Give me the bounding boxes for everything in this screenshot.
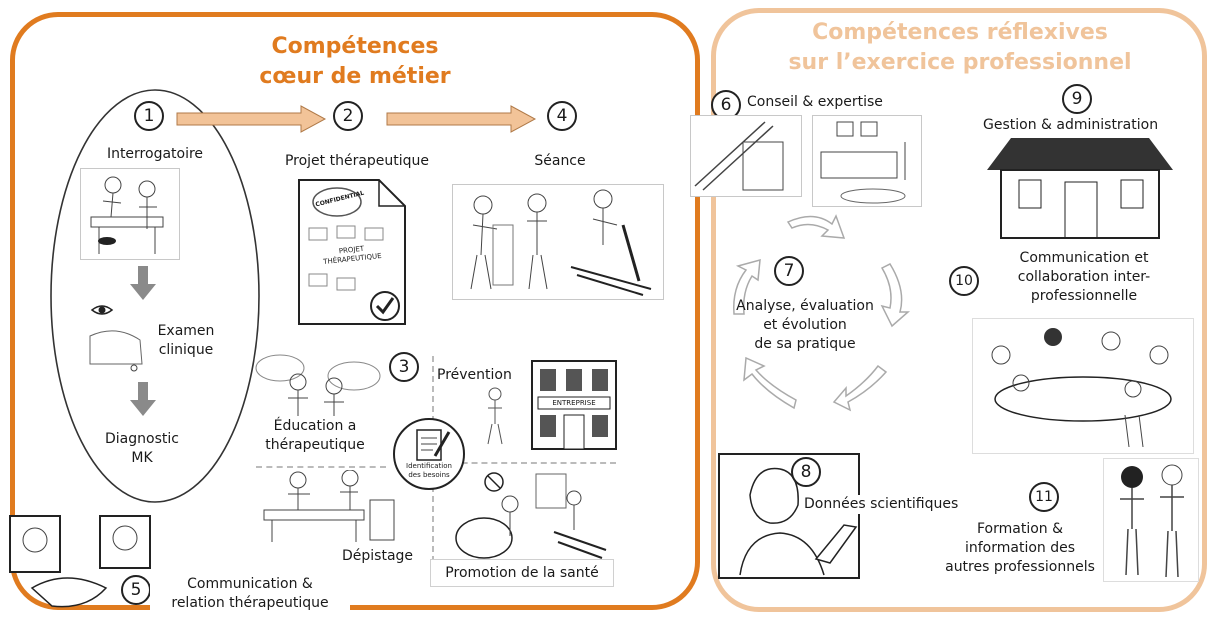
seance-label: Séance bbox=[534, 153, 586, 169]
diagnostic-label: Diagnostic MK bbox=[105, 431, 179, 466]
step-number-8: 8 bbox=[791, 457, 821, 487]
promotion-label: Promotion de la santé bbox=[445, 565, 599, 581]
communication-illustration bbox=[6, 510, 158, 614]
down-arrow-1 bbox=[130, 266, 156, 300]
projet-label: Projet thérapeutique bbox=[284, 153, 430, 169]
promotion-illustration bbox=[444, 470, 614, 562]
step1-ellipse bbox=[50, 89, 260, 503]
arrow-2-to-4 bbox=[386, 105, 537, 133]
step-number-5: 5 bbox=[121, 575, 151, 605]
donnees-illustration bbox=[718, 453, 860, 579]
seance-illustration bbox=[452, 184, 664, 300]
depistage-illustration bbox=[258, 470, 398, 544]
formation-illustration bbox=[1103, 458, 1199, 582]
step-number-7: 7 bbox=[774, 256, 804, 286]
projet-document-illustration: CONFIDENTIAL PROJET THÉRAPEUTIQUE bbox=[297, 178, 407, 326]
gestion-house-illustration bbox=[985, 136, 1175, 240]
formation-label: Formation & information des autres profe… bbox=[945, 521, 1095, 575]
conseil-room-illustration bbox=[812, 115, 922, 207]
analysis-cycle-arrows bbox=[733, 214, 910, 412]
arrow-1-to-2 bbox=[176, 105, 327, 133]
step-number-11: 11 bbox=[1029, 482, 1059, 512]
examen-illustration bbox=[86, 302, 146, 374]
section3-divider-right bbox=[432, 462, 616, 464]
depistage-label: Dépistage bbox=[342, 548, 414, 564]
prevention-label: Prévention bbox=[437, 367, 512, 383]
reflexive-title: Compétences réflexives sur l’exercice pr… bbox=[788, 20, 1132, 75]
step-number-4: 4 bbox=[547, 101, 577, 131]
step-number-1: 1 bbox=[134, 101, 164, 131]
collaboration-label: Communication et collaboration inter- pr… bbox=[1017, 250, 1151, 304]
examen-label: Examen clinique bbox=[157, 323, 215, 358]
gestion-label: Gestion & administration bbox=[983, 117, 1159, 133]
analyse-label: Analyse, évaluation et évolution de sa p… bbox=[736, 298, 874, 352]
step-number-3: 3 bbox=[389, 352, 419, 382]
entreprise-sign: ENTREPRISE bbox=[552, 399, 596, 407]
down-arrow-2 bbox=[130, 382, 156, 416]
step-number-9: 9 bbox=[1062, 84, 1092, 114]
conseil-label: Conseil & expertise bbox=[747, 94, 883, 110]
education-label: Éducation a thérapeutique bbox=[265, 418, 365, 453]
section3-divider-left bbox=[256, 466, 386, 468]
prevention-figure bbox=[487, 387, 503, 445]
interrogatoire-illustration bbox=[80, 168, 180, 260]
education-illustration bbox=[254, 352, 384, 418]
step-number-2: 2 bbox=[333, 101, 363, 131]
core-title: Compétences cœur de métier bbox=[259, 34, 451, 89]
promotion-label-box: Promotion de la santé bbox=[430, 559, 614, 587]
interrogatoire-label: Interrogatoire bbox=[106, 146, 204, 162]
donnees-label: Données scientifiques bbox=[804, 495, 984, 514]
identification-label: Identification des besoins bbox=[406, 462, 452, 479]
step-number-10: 10 bbox=[949, 266, 979, 296]
collaboration-meeting-illustration bbox=[972, 318, 1194, 454]
communication-label: Communication & relation thérapeutique bbox=[150, 575, 350, 613]
conseil-equipment-illustration bbox=[690, 115, 802, 197]
entreprise-building-illustration: ENTREPRISE bbox=[528, 357, 620, 451]
identification-besoins-badge: Identification des besoins bbox=[393, 418, 465, 490]
